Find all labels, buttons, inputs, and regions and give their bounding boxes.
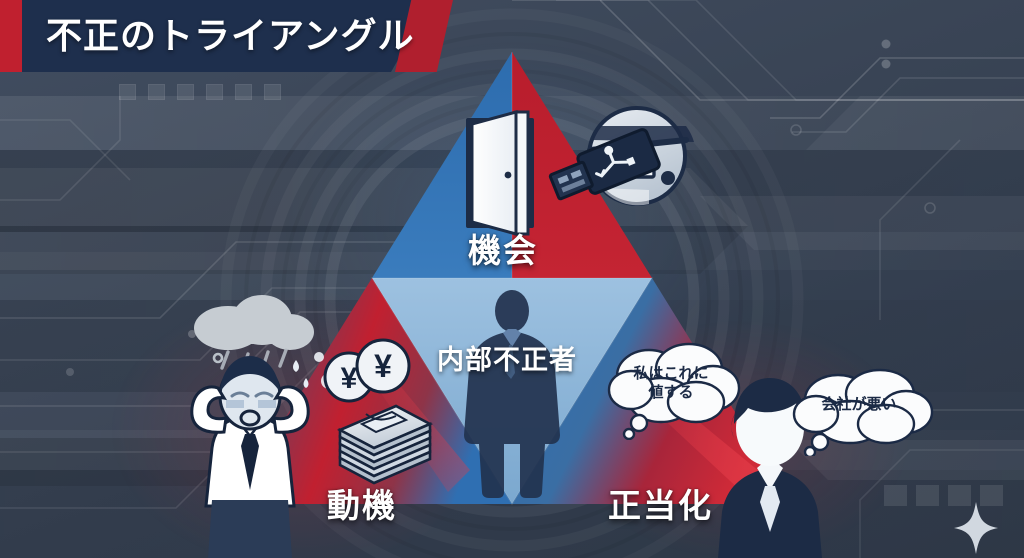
page-title: 不正のトライアングル [46,15,415,56]
decor-block [980,485,1003,506]
svg-text:¥: ¥ [374,348,392,384]
insider-silhouette-icon [464,290,560,498]
vertex-label-rationalization: 正当化 [608,487,713,524]
decor-dot [264,84,281,100]
decor-block-row [884,485,1003,506]
yen-coin-icon: ¥ ¥ [314,338,411,403]
decor-dot-row [119,84,281,100]
decor-dot [177,84,194,100]
thought-bubble-deserve: 私はこれに 値する [607,342,741,440]
bubble-text: 私はこれに 値する [633,365,709,401]
bubble-shape [607,342,741,440]
bubble-shape [792,368,934,456]
rain-cloud-icon [194,295,314,374]
banner-plate [22,0,432,72]
decor-block [916,485,939,506]
bubble-text: 会社が悪い [821,395,897,413]
decor-dot [148,84,165,100]
vertex-label-opportunity: 機会 [468,232,538,269]
suited-man-icon [718,378,822,558]
stressed-man-icon [190,356,310,558]
decor-block [948,485,971,506]
decor-dot [235,84,252,100]
usb-drive-icon [548,128,661,201]
decor-dot [119,84,136,100]
triangle-center-label: 内部不正者 [437,345,577,375]
sparkle-icon [954,502,998,554]
svg-text:¥: ¥ [341,362,358,395]
banner-accent-bar [0,0,26,72]
vertex-label-motivation: 動機 [327,487,397,524]
decor-dot [206,84,223,100]
cash-stack-icon [336,404,434,485]
thought-bubble-company: 会社が悪い [792,368,934,456]
decor-block [884,485,907,506]
title-banner: 不正のトライアングル [0,0,453,72]
open-door-icon [466,110,534,236]
